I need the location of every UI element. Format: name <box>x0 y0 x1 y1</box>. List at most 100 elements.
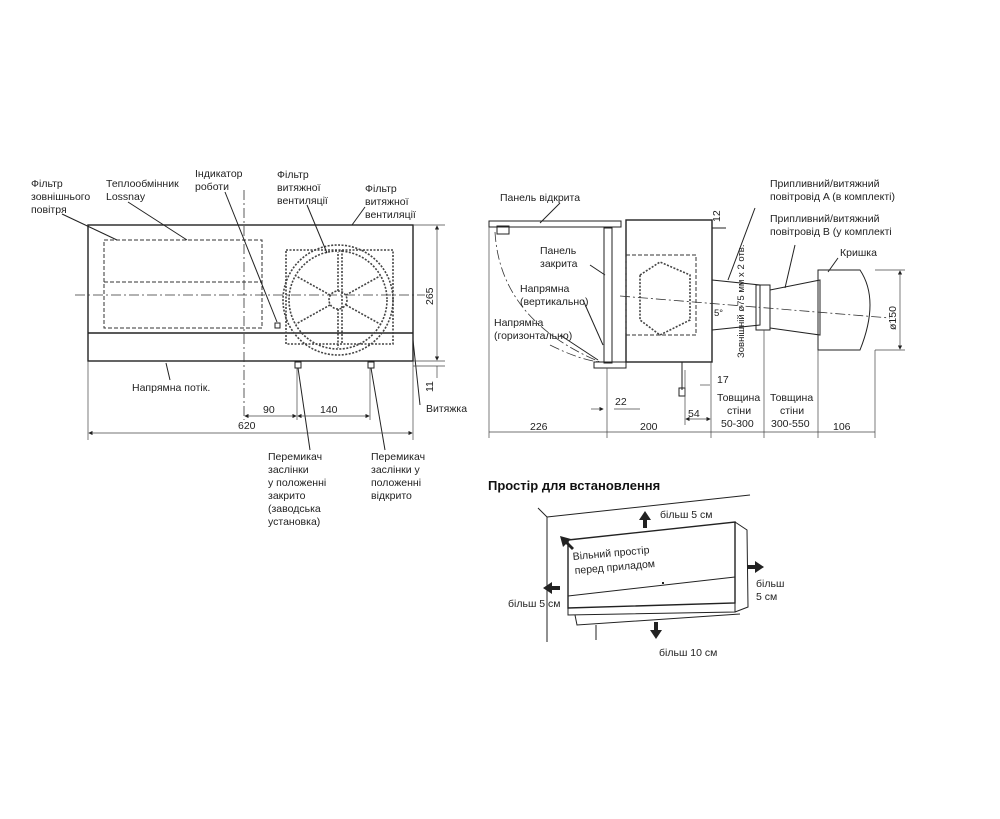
heat-exchanger-outline <box>103 239 263 329</box>
label-line: 50-300 <box>721 418 754 430</box>
cover-icon <box>817 269 871 351</box>
front-view: 620 90 140 265 11 Фільтр зовнішнього пов… <box>31 168 467 528</box>
label-heat-exchanger: Теплообмінник Lossnay <box>106 178 179 203</box>
label-panel-closed: Панель закрита <box>540 245 578 270</box>
label-right-clearance: більш 5 см <box>756 578 784 603</box>
label-line: (горизонтально) <box>494 330 572 342</box>
label-panel-open: Панель відкрита <box>500 192 580 204</box>
dim-200: 200 <box>640 421 658 433</box>
arrow-left-icon <box>543 582 560 594</box>
fan-icon <box>282 244 394 356</box>
label-line: Припливний/витяжний <box>770 213 880 225</box>
guide-swing-arc <box>549 344 601 363</box>
label-line: Напрямна <box>520 283 570 295</box>
label-line: зовнішнього <box>31 191 90 203</box>
label-line: Фільтр <box>277 169 309 181</box>
label-top-clearance: більш 5 см <box>660 509 713 521</box>
dim-90: 90 <box>263 404 275 416</box>
panel-hinge <box>496 225 510 235</box>
label-damper-closed: Перемикач заслінки у положенні закрито (… <box>268 451 326 528</box>
label-line: вентиляції <box>277 195 328 207</box>
dim-17: 17 <box>717 374 729 386</box>
label-front-clearance: Вільний простір перед приладом <box>572 544 655 577</box>
clearance-arrows <box>543 511 764 639</box>
label-line: Товщина <box>770 392 813 404</box>
side-dimensions: 226 200 54 22 17 106 Товщина стіни 50-30… <box>488 227 876 438</box>
dim-620: 620 <box>238 420 256 432</box>
label-line: Товщина <box>717 392 760 404</box>
dim-22: 22 <box>615 396 627 408</box>
label-exhaust-filter-1: Фільтр витяжної вентиляції <box>277 169 328 207</box>
label-wall-thin: Товщина стіни 50-300 <box>717 392 760 430</box>
panel-open-outline <box>488 220 622 228</box>
duct-center-line <box>619 295 891 319</box>
dim-diameter-150: ø150 <box>887 306 899 330</box>
label-line: відкрито <box>371 490 412 502</box>
operation-indicator-icon <box>274 322 281 329</box>
label-line: вентиляції <box>365 209 416 221</box>
unit-side-body <box>625 219 713 363</box>
arrow-right-icon <box>747 561 764 573</box>
label-line: повітровід B (у комплекті <box>770 226 892 238</box>
label-line: Панель <box>540 245 577 257</box>
label-operation-indicator: Індикатор роботи <box>195 168 243 193</box>
label-duct-b: Припливний/витяжний повітровід B (у комп… <box>770 213 892 238</box>
label-damper-open: Перемикач заслінки у положенні відкрито <box>371 451 425 502</box>
label-line: заслінки <box>268 464 309 476</box>
label-line: заслінки у <box>371 464 421 476</box>
arrow-down-icon <box>650 622 662 639</box>
damper-switch-open-icon <box>367 361 375 369</box>
label-line: Фільтр <box>365 183 397 195</box>
label-line: (вертикально) <box>520 296 588 308</box>
dim-265: 265 <box>424 287 436 305</box>
internal-dashed <box>625 254 697 336</box>
label-line: Перемикач <box>268 451 322 463</box>
label-duct-a: Припливний/витяжний повітровід A (в комп… <box>770 178 895 203</box>
dim-140: 140 <box>320 404 338 416</box>
wall-ceiling-line <box>546 494 751 518</box>
label-line: витяжної <box>365 196 409 208</box>
label-line: 5 см <box>756 591 777 603</box>
side-view: ø150 Зовнішній ø75 мм x 2 отв. 5° 12 <box>488 178 905 438</box>
dim-106: 106 <box>833 421 851 433</box>
label-left-clearance: більш 5 см <box>508 598 561 610</box>
label-line: Теплообмінник <box>106 178 179 190</box>
label-line: Lossnay <box>106 191 146 203</box>
front-dimensions: 620 90 140 265 11 <box>87 224 445 440</box>
label-line: Перемикач <box>371 451 425 463</box>
wall-line <box>537 507 548 518</box>
label-cover: Кришка <box>840 247 877 259</box>
panel-bottom <box>593 361 627 369</box>
label-line: Напрямна <box>494 317 544 329</box>
label-line: більш <box>756 578 784 590</box>
label-line: закрито <box>268 490 306 502</box>
fan-side-dotted <box>639 261 691 336</box>
dim-12: 12 <box>711 210 723 222</box>
dim-226: 226 <box>530 421 548 433</box>
unit-body-outline <box>87 224 414 362</box>
label-flow-guide: Напрямна потік. <box>132 382 210 394</box>
label-bottom-clearance: більш 10 см <box>659 647 717 659</box>
label-line: Індикатор <box>195 168 243 180</box>
label-line: Припливний/витяжний <box>770 178 880 190</box>
dim-11: 11 <box>424 381 436 392</box>
label-line: у положенні <box>268 477 326 489</box>
label-outer-hole: Зовнішній ø75 мм x 2 отв. <box>736 245 747 359</box>
panel-swing-arc <box>494 231 601 363</box>
leader-lines <box>61 191 421 451</box>
duct-sleeve <box>755 284 771 331</box>
arrow-up-icon <box>639 511 651 528</box>
label-line: (заводська <box>268 503 321 515</box>
label-line: стіни <box>780 405 804 417</box>
label-line: установка) <box>268 516 320 528</box>
label-line: витяжної <box>277 182 321 194</box>
label-guide-vertical: Напрямна (вертикально) <box>520 283 588 308</box>
installation-title: Простір для встановлення <box>488 478 660 493</box>
label-line: роботи <box>195 181 229 193</box>
duct-b <box>769 279 821 336</box>
label-guide-horizontal: Напрямна (горизонтально) <box>494 317 572 342</box>
arrow-front-icon <box>560 536 574 550</box>
damper-switch-closed-icon <box>294 361 302 369</box>
label-line: стіни <box>727 405 751 417</box>
